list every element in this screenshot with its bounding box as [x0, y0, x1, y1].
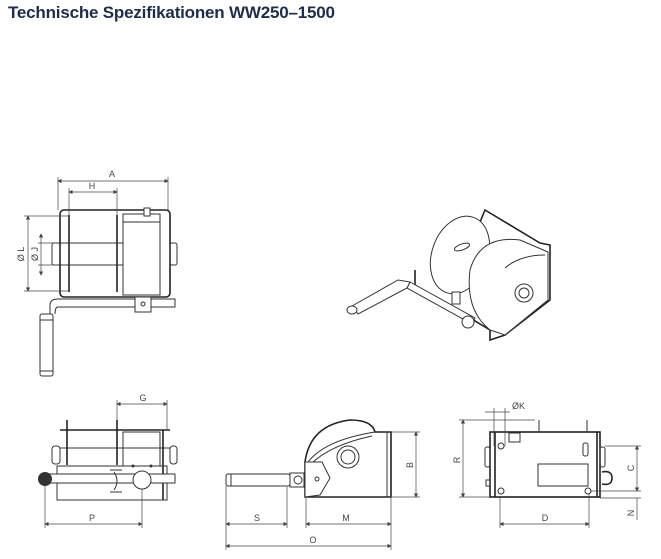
isometric-view — [346, 208, 551, 342]
dim-label-K: ØK — [512, 401, 525, 411]
dim-L: Ø L — [16, 215, 69, 292]
dim-A: A — [57, 169, 169, 210]
front-view — [38, 420, 178, 501]
dim-K: ØK — [485, 401, 525, 446]
dim-M: M — [305, 498, 392, 550]
dim-label-G: G — [139, 393, 146, 403]
rear-view — [484, 420, 613, 498]
dim-label-B: B — [405, 462, 415, 468]
dim-G: G — [116, 393, 168, 430]
dim-label-M: M — [342, 513, 350, 523]
dim-label-N: N — [626, 510, 636, 517]
side-view — [225, 419, 392, 498]
dim-label-S: S — [254, 513, 260, 523]
dim-label-D: D — [542, 513, 549, 523]
dim-label-R: R — [452, 456, 462, 463]
dim-C: C — [590, 445, 641, 492]
dim-N: N — [600, 497, 641, 520]
dim-D: D — [499, 494, 590, 528]
dim-label-O: O — [309, 535, 316, 545]
top-view — [39, 207, 178, 377]
dim-label-H: H — [89, 181, 96, 191]
dim-R: R — [452, 419, 535, 498]
dim-J: Ø J — [30, 233, 60, 276]
dim-P: P — [44, 486, 143, 528]
dim-label-C: C — [626, 464, 636, 471]
page-title: Technische Spezifikationen WW250–1500 — [8, 3, 335, 22]
dim-label-L: Ø L — [16, 247, 26, 262]
dim-label-J: Ø J — [30, 247, 40, 261]
dim-O: O — [225, 535, 392, 549]
dim-S: S — [225, 486, 288, 550]
dim-H: H — [68, 181, 118, 215]
dim-B: B — [392, 431, 420, 498]
dim-label-A: A — [109, 169, 115, 179]
dim-label-P: P — [89, 513, 95, 523]
